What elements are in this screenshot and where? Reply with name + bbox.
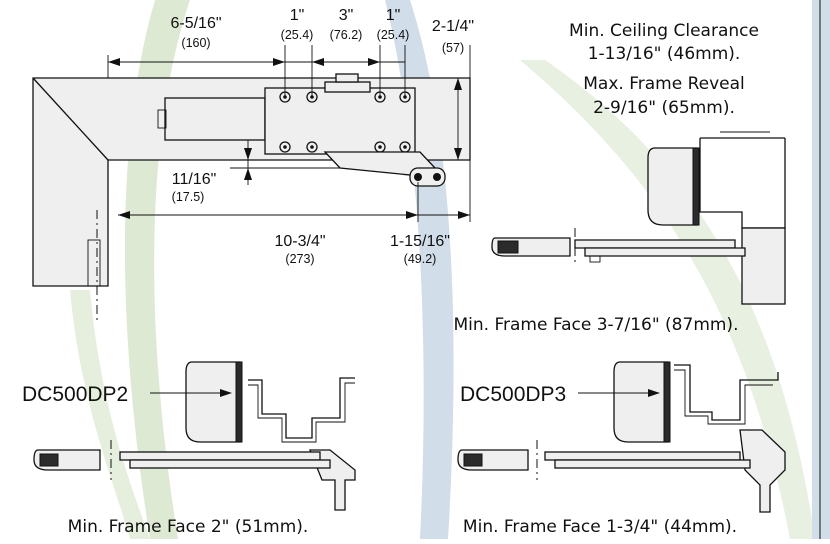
dim-2-1-4-imperial: 2-1/4" (432, 18, 474, 35)
detail-top-arm (574, 239, 736, 249)
dim-2-1-4-metric: (57) (442, 41, 464, 55)
detail-top-jamb (741, 227, 786, 305)
detail-dc500dp3: DC500DP3 Min. Frame Face 1-3/4" (44mm). (457, 361, 786, 537)
pivot-dot-2 (433, 173, 441, 181)
dim-1a-imperial: 1" (290, 7, 305, 24)
dp2-closer (185, 361, 241, 443)
main-closer-diagram: 6-5/16" (160) 1" (25.4) 3" (76.2) 1" (25… (32, 7, 474, 320)
note-frame-reveal-value: 2-9/16" (65mm). (593, 98, 735, 118)
detail-dc500dp2: DC500DP2 Min. Frame Face 2" (51mm). (22, 361, 356, 537)
dim-10-3-4-imperial: 10-3/4" (274, 233, 325, 250)
dp3-arm (544, 451, 741, 461)
dp3-model-label: DC500DP3 (460, 383, 566, 406)
dp2-arm (119, 451, 321, 461)
dim-1-15-16-metric: (49.2) (404, 252, 437, 266)
detail-top-frame (699, 138, 786, 229)
dim-1b-metric: (25.4) (377, 28, 410, 42)
green-swoosh-right (520, 60, 815, 539)
closer-top-boss (324, 81, 371, 93)
dim-1a-metric: (25.4) (281, 28, 314, 42)
note-frame-reveal: Max. Frame Reveal (583, 74, 745, 94)
dim-3-imperial: 3" (339, 7, 354, 24)
dim-1-15-16-imperial: 1-15/16" (390, 233, 450, 250)
dp2-model-label: DC500DP2 (22, 383, 128, 406)
dp3-closer (613, 361, 669, 443)
dim-6-5-16-metric: (160) (181, 36, 210, 50)
dp2-frame-profile (248, 377, 355, 439)
dp3-frame-profile (674, 364, 779, 421)
blue-stripe-right (812, 0, 830, 539)
dp3-jamb (739, 429, 786, 513)
dim-11-16-metric: (17.5) (172, 190, 205, 204)
note-frame-face-right: Min. Frame Face 1-3/4" (44mm). (463, 517, 737, 537)
green-swoosh-lower (70, 290, 150, 539)
pivot-dot-1 (414, 173, 422, 181)
closer-top-nut (335, 73, 359, 83)
dim-1b-imperial: 1" (386, 7, 401, 24)
frame-hinge (87, 239, 101, 287)
frame-miter-line (32, 77, 109, 161)
closer-cylinder (164, 97, 266, 141)
dim-3-metric: (76.2) (330, 28, 363, 42)
detail-top-closer (647, 147, 698, 226)
note-frame-face-top: Min. Frame Face 3-7/16" (87mm). (454, 315, 739, 335)
dim-11-16-imperial: 11/16" (172, 171, 217, 188)
dim-6-5-16-imperial: 6-5/16" (170, 15, 221, 32)
arm-pivot (409, 167, 446, 187)
note-ceiling-clearance-value: 1-13/16" (46mm). (588, 44, 741, 64)
clearance-notes: Min. Ceiling Clearance 1-13/16" (46mm). … (569, 21, 759, 118)
dim-10-3-4-metric: (273) (285, 252, 314, 266)
detail-frame-face-top: Min. Frame Face 3-7/16" (87mm). (454, 131, 786, 335)
closer-endcap (157, 109, 167, 129)
note-frame-face-left: Min. Frame Face 2" (51mm). (68, 517, 309, 537)
note-ceiling-clearance: Min. Ceiling Clearance (569, 21, 759, 41)
